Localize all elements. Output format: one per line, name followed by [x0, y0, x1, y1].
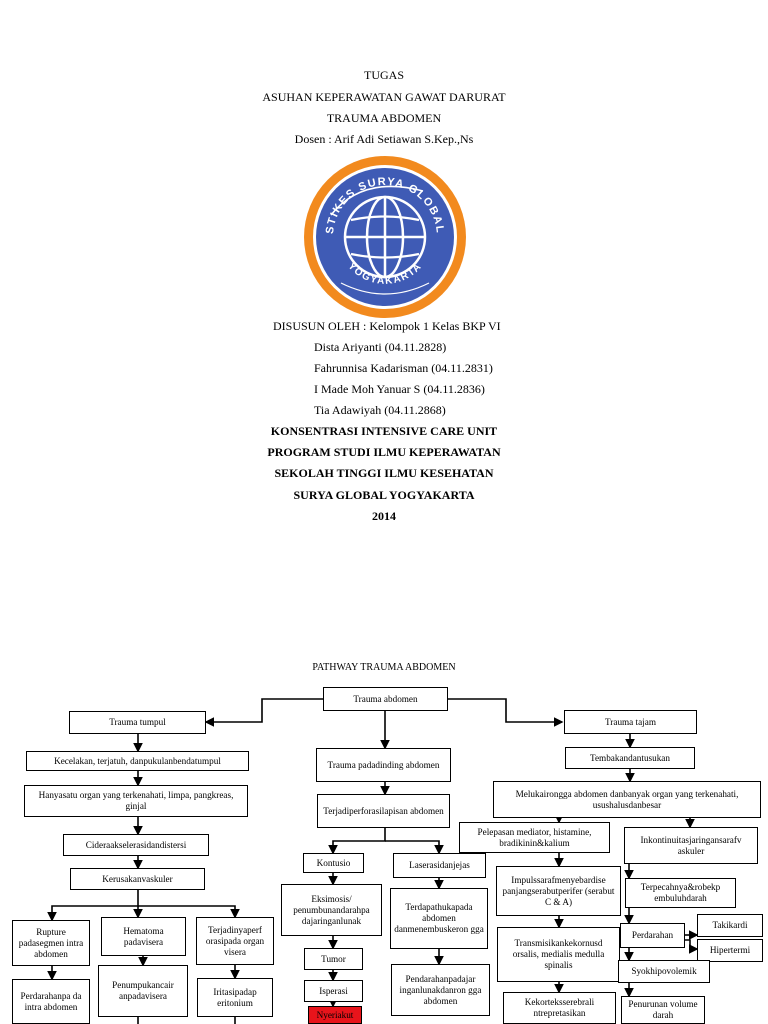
node-inkontinuitas: Inkontinuitasjaringansarafv askuler [624, 827, 758, 864]
node-nyeri-akut: Nyeriakut [308, 1006, 362, 1024]
stikes-logo: STIKES SURYA GLOBAL YOGYAKARTA [304, 156, 466, 318]
node-trauma-dinding: Trauma padadinding abdomen [316, 748, 451, 782]
node-eksimosis: Eksimosis/ penumbunandarahpa dajaringanl… [281, 884, 382, 936]
node-terpecahnya: Terpecahnya&robekp embuluhdarah [625, 878, 736, 908]
node-perdarahan-intra-abdomen: Perdarahanpa da intra abdomen [12, 979, 90, 1024]
institution-line-1: KONSENTRASI INTENSIVE CARE UNIT [270, 424, 498, 438]
member-2: Fahrunnisa Kadarisman (04.11.2831) [314, 361, 493, 375]
prepared-by: DISUSUN OLEH : Kelompok 1 Kelas BKP VI [273, 319, 501, 333]
node-syok-hipovolemik: Syokhipovolemik [618, 960, 710, 983]
node-kerusakan-vaskuler: Kerusakanvaskuler [70, 868, 205, 890]
node-rupture: Rupture padasegmen intra abdomen [12, 920, 90, 966]
node-trauma-tajam: Trauma tajam [564, 710, 697, 734]
node-terjadinya-perforasi: Terjadinyaperf orasipada organ visera [196, 917, 274, 965]
node-hematoma: Hematoma padavisera [101, 917, 186, 956]
node-perdarahan: Perdarahan [620, 923, 685, 948]
cover-lecturer: Dosen : Arif Adi Setiawan S.Kep.,Ns [294, 132, 474, 146]
pathway-title: PATHWAY TRAUMA ABDOMEN [312, 662, 456, 673]
cover-subject: ASUHAN KEPERAWATAN GAWAT DARURAT [262, 90, 506, 104]
node-pelepasan-mediator: Pelepasan mediator, histamine, bradikini… [459, 822, 610, 853]
institution-line-4: SURYA GLOBAL YOGYAKARTA [293, 488, 475, 502]
node-tumor: Tumor [304, 948, 363, 970]
node-iritasi-peritonium: Iritasipadap eritonium [197, 978, 273, 1017]
node-kontusio: Kontusio [303, 853, 364, 873]
node-terdapat-luka: Terdapathukapada abdomen danmenembuskero… [390, 888, 488, 949]
node-hipertermi: Hipertermi [697, 939, 763, 962]
node-isperasi: Isperasi [304, 980, 363, 1002]
node-takikardi: Takikardi [697, 914, 763, 937]
node-trauma-abdomen: Trauma abdomen [323, 687, 448, 711]
node-penumpukan-cairan: Penumpukancair anpadavisera [98, 965, 188, 1017]
node-cidera: Cideraakselerasidandistersi [63, 834, 209, 856]
node-trauma-tumpul: Trauma tumpul [69, 711, 206, 734]
institution-year: 2014 [372, 509, 396, 523]
node-penurunan-volume: Penurunan volume darah [621, 996, 705, 1024]
node-kecelakaan: Kecelakan, terjatuh, danpukulanbendatump… [26, 751, 249, 771]
node-hanya-satu-organ: Hanyasatu organ yang terkenahati, limpa,… [24, 785, 248, 817]
member-3: I Made Moh Yanuar S (04.11.2836) [314, 382, 485, 396]
node-tembakan-tusukan: Tembakandantusukan [565, 747, 695, 769]
member-4: Tia Adawiyah (04.11.2868) [314, 403, 446, 417]
node-melukai-rongga: Melukairongga abdomen danbanyak organ ya… [493, 781, 761, 818]
node-perforasi-lapisan: Terjadiperforasilapisan abdomen [317, 794, 450, 828]
node-laserasi: Laserasidanjejas [393, 853, 486, 878]
institution-line-2: PROGRAM STUDI ILMU KEPERAWATAN [267, 445, 501, 459]
cover-topic: TRAUMA ABDOMEN [326, 111, 442, 125]
node-korteks-serebri: Kekorteksserebrali ntrepretasikan [503, 992, 616, 1024]
node-pendarahan-jaringan: Pendarahanpadajar inganlunakdanron gga a… [391, 964, 490, 1016]
cover-title: TUGAS [363, 68, 404, 82]
member-1: Dista Ariyanti (04.11.2828) [314, 340, 447, 354]
node-impuls-saraf: Impulssarafmenyebardise panjangserabutpe… [496, 866, 621, 916]
node-transmisi: Transmisikankekornusd orsalis, medialis … [497, 927, 620, 982]
institution-line-3: SEKOLAH TINGGI ILMU KESEHATAN [274, 466, 494, 480]
